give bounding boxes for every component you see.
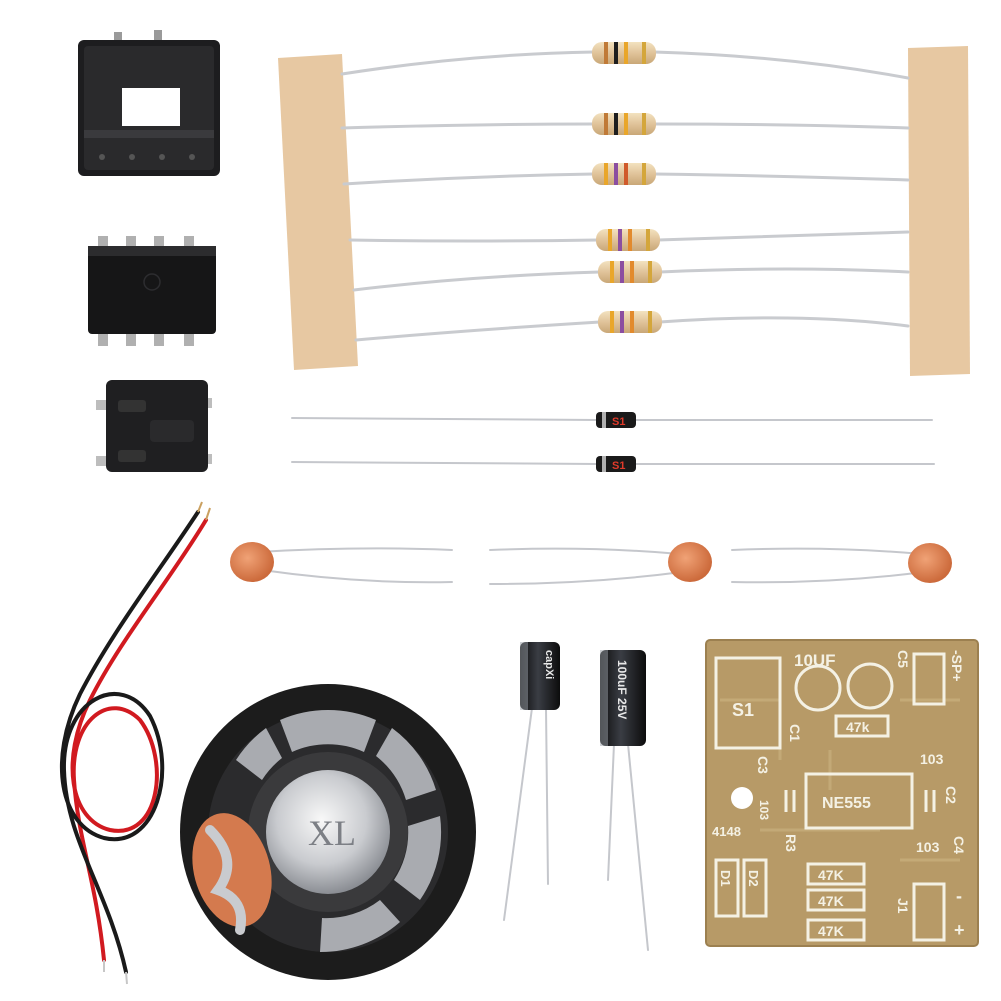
resistor-3 — [342, 163, 910, 186]
pcb-47k-top-outline — [834, 714, 890, 738]
pcb-label-103-top: 103 — [920, 751, 944, 767]
pcb-47k-1-outline — [806, 862, 866, 886]
electrolytic-capacitor-large: 100uF 25V — [600, 650, 649, 951]
cap-small-label: capXi — [543, 650, 555, 679]
pcb-ne555-outline — [804, 772, 914, 830]
pcb-label-plus: + — [954, 920, 965, 940]
resistor-5 — [352, 261, 910, 292]
diode-2: S1 — [291, 456, 935, 472]
pcb-label-103-right: 103 — [916, 839, 940, 855]
pcb-mount-hole — [731, 787, 753, 809]
pcb-board: S1 10UF C1 C5 -SP+ 47k 103 C3 103 NE555 … — [705, 639, 979, 947]
pcb-47k-2-outline — [806, 888, 866, 912]
diode-1: S1 — [291, 412, 933, 428]
red-black-wires — [60, 501, 211, 985]
speaker-label: XL — [308, 813, 356, 853]
pcb-sp-outline — [912, 652, 946, 706]
pcb-label-4148: 4148 — [712, 824, 741, 839]
pcb-label-r3: R3 — [783, 834, 799, 852]
pcb-label-c4: C4 — [951, 836, 967, 854]
resistor-2 — [340, 113, 910, 135]
pcb-label-d1: D1 — [718, 870, 733, 887]
speaker: XL — [180, 684, 476, 980]
electrolytic-capacitors: capXi 100uF 25V — [503, 642, 649, 951]
pcb-label-j1: J1 — [895, 898, 911, 914]
pcb-label-sp: -SP+ — [949, 650, 965, 682]
pcb-47k-3-outline — [806, 918, 866, 942]
pcb-label-c2: C2 — [943, 786, 959, 804]
ne555-chip — [88, 236, 216, 346]
diode-2-marking: S1 — [612, 460, 625, 472]
cap-large-label: 100uF 25V — [615, 660, 629, 719]
diode-1-marking: S1 — [612, 416, 625, 428]
ic-socket — [78, 30, 220, 176]
ceramic-capacitor-1 — [230, 542, 453, 584]
ceramic-capacitors — [230, 542, 952, 585]
pcb-label-ne555: NE555 — [822, 795, 871, 812]
pcb-label-47k-1: 47K — [818, 867, 844, 883]
ceramic-capacitor-3 — [731, 543, 952, 584]
ceramic-capacitor-2 — [489, 542, 712, 585]
diodes: S1 S1 — [291, 412, 935, 472]
pcb-label-47k-2: 47K — [818, 893, 844, 909]
resistor-tape-strip — [278, 46, 970, 376]
pcb-c5-outline — [846, 662, 894, 710]
pcb-label-c3: C3 — [755, 756, 771, 774]
resistor-6 — [354, 311, 910, 342]
pcb-s1-outline — [714, 656, 782, 750]
pcb-label-c5: C5 — [895, 650, 911, 668]
pcb-label-s1: S1 — [732, 700, 754, 720]
electrolytic-capacitor-small: capXi — [503, 642, 560, 921]
pcb-10uf-outline — [794, 664, 842, 712]
pcb-label-10uf: 10UF — [794, 651, 836, 670]
pcb-label-103-left: 103 — [757, 800, 771, 820]
pcb-j1-outline — [912, 882, 946, 942]
pcb-label-47k-top: 47k — [846, 719, 870, 735]
resistor-1 — [340, 42, 910, 80]
resistors — [340, 42, 910, 342]
resistor-4 — [348, 229, 910, 251]
pcb-label-d2: D2 — [746, 870, 761, 887]
pcb-label-minus: - — [956, 886, 962, 906]
tactile-switch — [96, 380, 212, 472]
pcb-d1-outline — [714, 858, 740, 918]
pcb-d2-outline — [742, 858, 768, 918]
pcb-label-47k-3: 47K — [818, 923, 844, 939]
pcb-label-c1: C1 — [787, 724, 803, 742]
